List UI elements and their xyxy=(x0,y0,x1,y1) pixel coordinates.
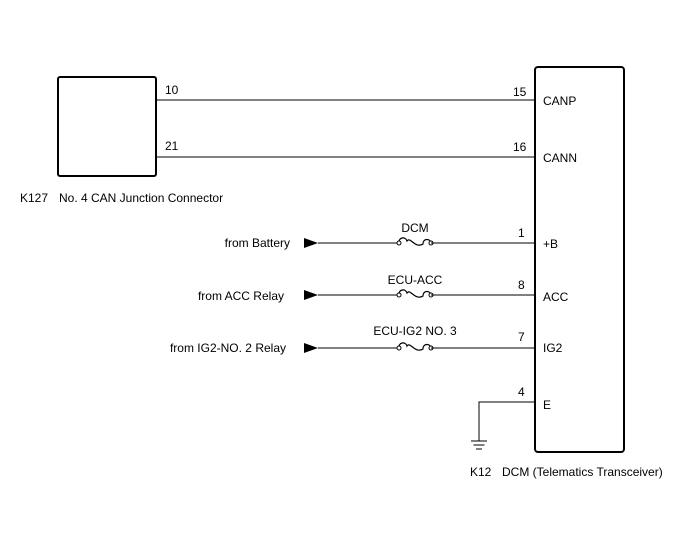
dcm-fuse-icon xyxy=(398,237,432,246)
dcm-pin-e-number: 4 xyxy=(518,385,525,399)
battery-arrow-icon xyxy=(304,238,318,248)
dcm-pin-canp-label: CANP xyxy=(543,94,576,108)
dcm-pin-acc-label: ACC xyxy=(543,290,569,304)
ecu-acc-fuse-icon xyxy=(398,289,432,298)
ground-icon xyxy=(471,440,487,450)
junction-connector-name: No. 4 CAN Junction Connector xyxy=(59,191,223,205)
dcm-pin-ig2-label: IG2 xyxy=(543,341,563,355)
ecu-ig2-fuse-label: ECU-IG2 NO. 3 xyxy=(373,324,457,338)
dcm-pin-ig2-number: 7 xyxy=(518,330,525,344)
dcm-pin-cann-label: CANN xyxy=(543,151,577,165)
junction-pin-10: 10 xyxy=(165,83,179,97)
dcm-pin-acc-number: 8 xyxy=(518,278,525,292)
ig2-arrow-icon xyxy=(304,343,318,353)
dcm-fuse-label: DCM xyxy=(401,221,428,235)
dcm-pin-b-number: 1 xyxy=(518,226,525,240)
junction-pin-21: 21 xyxy=(165,139,179,153)
dcm-pin-canp-number: 15 xyxy=(513,85,527,99)
ecu-ig2-fuse-icon xyxy=(398,342,432,351)
dcm-pin-cann-number: 16 xyxy=(513,140,527,154)
dcm-name: DCM (Telematics Transceiver) xyxy=(502,465,663,479)
ig2-source-label: from IG2-NO. 2 Relay xyxy=(170,341,286,355)
dcm-box xyxy=(534,66,625,453)
dcm-code: K12 xyxy=(470,465,492,479)
ecu-acc-fuse-label: ECU-ACC xyxy=(388,273,443,287)
junction-connector-box xyxy=(57,76,157,177)
ground-wire xyxy=(478,401,535,441)
acc-arrow-icon xyxy=(304,290,318,300)
battery-source-label: from Battery xyxy=(225,236,290,250)
dcm-pin-e-label: E xyxy=(543,398,551,412)
junction-connector-code: K127 xyxy=(20,191,48,205)
dcm-pin-b-label: +B xyxy=(543,237,558,251)
acc-source-label: from ACC Relay xyxy=(198,289,284,303)
